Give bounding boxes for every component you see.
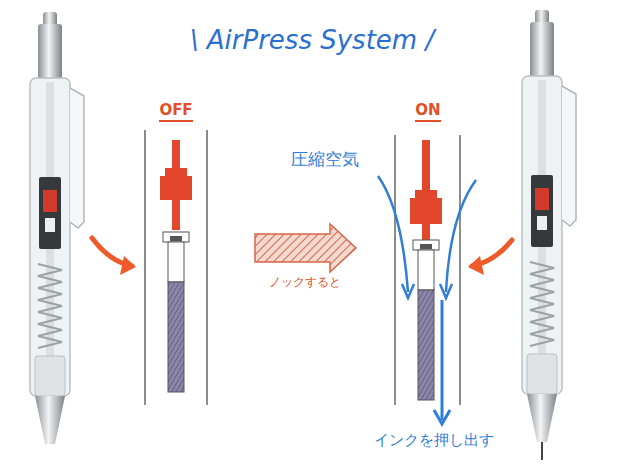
state-label: ON (415, 102, 440, 122)
state-label: OFF (159, 102, 192, 122)
title: \ AirPress System / (190, 26, 434, 56)
action-label: ノックすると (269, 276, 341, 290)
air-label: 圧縮空気 (291, 150, 359, 170)
result-label: インクを押し出す (374, 432, 494, 449)
